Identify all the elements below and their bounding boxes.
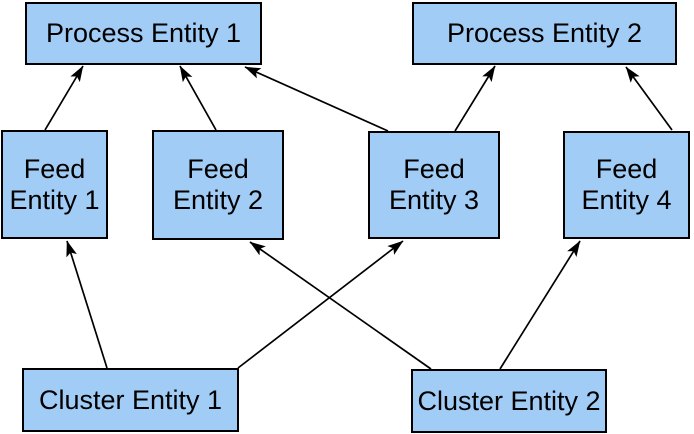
node-feed-entity-2: Feed Entity 2 bbox=[152, 130, 284, 240]
node-feed-entity-1: Feed Entity 1 bbox=[1, 130, 108, 239]
edge-feed3-to-process2 bbox=[454, 65, 496, 132]
edge-feed2-to-process1 bbox=[179, 65, 217, 131]
node-cluster-entity-2: Cluster Entity 2 bbox=[411, 369, 607, 433]
node-process-entity-1: Process Entity 1 bbox=[25, 2, 262, 65]
node-feed-entity-4: Feed Entity 4 bbox=[563, 131, 690, 239]
edge-feed3-to-process1 bbox=[244, 66, 389, 132]
edge-cluster1-to-feed3 bbox=[237, 240, 404, 369]
edge-feed1-to-process1 bbox=[44, 65, 84, 131]
edge-feed4-to-process2 bbox=[625, 66, 673, 131]
node-feed-entity-3: Feed Entity 3 bbox=[368, 131, 500, 239]
edge-cluster2-to-feed4 bbox=[499, 240, 581, 370]
node-cluster-entity-1: Cluster Entity 1 bbox=[22, 368, 239, 432]
edge-cluster2-to-feed2 bbox=[249, 241, 432, 370]
edge-cluster1-to-feed1 bbox=[66, 240, 108, 369]
edges-group bbox=[44, 65, 673, 370]
node-process-entity-2: Process Entity 2 bbox=[412, 2, 677, 65]
